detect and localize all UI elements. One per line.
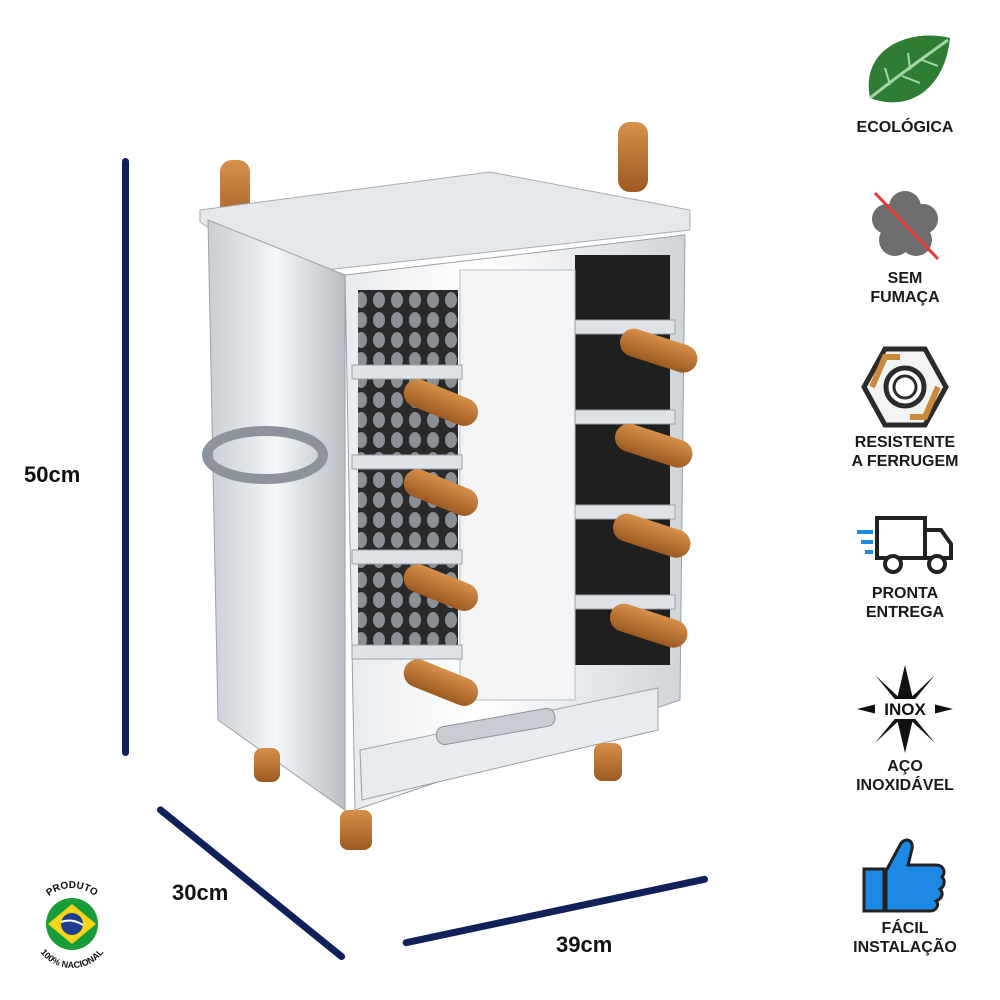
badge-pronta-entrega: PRONTA ENTREGA xyxy=(820,510,990,622)
inox-text: INOX xyxy=(884,700,926,719)
badge-label-line2: FUMAÇA xyxy=(870,289,940,306)
thumbs-up-icon xyxy=(862,838,946,913)
height-dimension-line xyxy=(122,158,129,756)
brazil-national-product-seal: PRODUTO 100% NACIONAL xyxy=(39,880,106,970)
badge-label-line1: SEM xyxy=(887,270,923,287)
leaf-icon xyxy=(868,35,950,103)
badge-ecologica: ECOLÓGICA xyxy=(820,28,990,137)
height-label: 50cm xyxy=(24,462,81,487)
svg-text:100% NACIONAL: 100% NACIONAL xyxy=(39,947,106,970)
depth-label: 30cm xyxy=(172,880,229,905)
svg-text:PRODUTO: PRODUTO xyxy=(44,880,99,899)
product-oven-illustration xyxy=(199,122,698,850)
badge-label-line1: AÇO xyxy=(887,758,923,775)
width-label: 39cm xyxy=(556,932,613,957)
badge-facil-instalacao: FÁCIL INSTALAÇÃO xyxy=(820,835,990,957)
badge-label: ECOLÓGICA xyxy=(856,119,954,136)
nut-icon xyxy=(861,346,949,428)
badge-label-line1: PRONTA xyxy=(871,585,939,602)
seal-bottom-text: 100% NACIONAL xyxy=(39,947,106,970)
badge-label-line2: ENTREGA xyxy=(865,604,945,621)
no-smoke-icon xyxy=(872,191,940,261)
badge-sem-fumaca: SEM FUMAÇA xyxy=(820,185,990,307)
badge-resistente: RESISTENTE A FERRUGEM xyxy=(820,345,990,471)
badge-label-line2: A FERRUGEM xyxy=(851,453,959,470)
inox-star-icon: INOX xyxy=(857,665,953,753)
badge-label-line1: RESISTENTE xyxy=(854,434,956,451)
badge-label-line2: INSTALAÇÃO xyxy=(853,939,957,956)
badge-label-line2: INOXIDÁVEL xyxy=(856,777,954,794)
badge-label-line1: FÁCIL xyxy=(881,920,929,937)
seal-top-text: PRODUTO xyxy=(44,880,99,899)
badge-aco-inoxidavel: INOX AÇO INOXIDÁVEL xyxy=(820,665,990,795)
delivery-truck-icon xyxy=(857,516,953,574)
